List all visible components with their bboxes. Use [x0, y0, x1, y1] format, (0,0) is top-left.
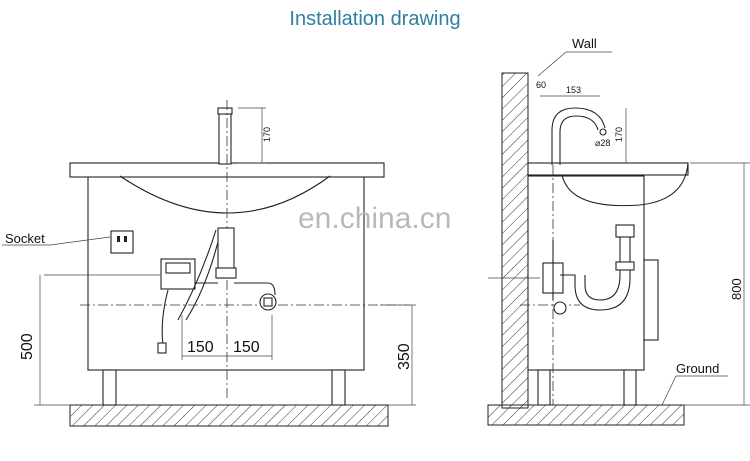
front-faucet	[218, 111, 232, 165]
wall	[501, 72, 529, 409]
side-leg-left	[537, 369, 551, 406]
dimension-170-side: 170	[614, 127, 624, 142]
watermark: en.china.cn	[298, 202, 451, 235]
front-view: 170 Socket 150 150	[2, 100, 416, 427]
diameter-label: ⌀28	[595, 138, 610, 148]
dimension-500: 500	[19, 333, 36, 360]
front-basin	[119, 175, 331, 214]
dimension-60: 60	[536, 80, 546, 90]
front-floor	[69, 404, 389, 427]
socket	[110, 230, 134, 254]
front-leg-right	[331, 369, 346, 406]
dimension-150-left: 150	[187, 339, 214, 356]
ground-label: Ground	[676, 361, 719, 376]
side-floor	[487, 404, 685, 426]
wall-label: Wall	[572, 36, 597, 51]
side-view: Wall 60 153 170 ⌀28	[487, 36, 750, 426]
page-title: Installation drawing	[289, 8, 461, 30]
side-basin	[561, 162, 689, 207]
drain-trap	[584, 235, 621, 301]
dimension-350: 350	[396, 343, 413, 370]
dimension-150-right: 150	[233, 339, 260, 356]
dimension-800: 800	[729, 278, 744, 300]
front-leg-left	[102, 369, 117, 406]
socket-label: Socket	[5, 231, 45, 246]
dimension-153: 153	[566, 85, 581, 95]
side-countertop	[527, 162, 689, 176]
side-leg-right	[623, 369, 637, 406]
front-faucet-height-dimension: 170	[262, 127, 272, 142]
side-faucet	[551, 107, 606, 165]
